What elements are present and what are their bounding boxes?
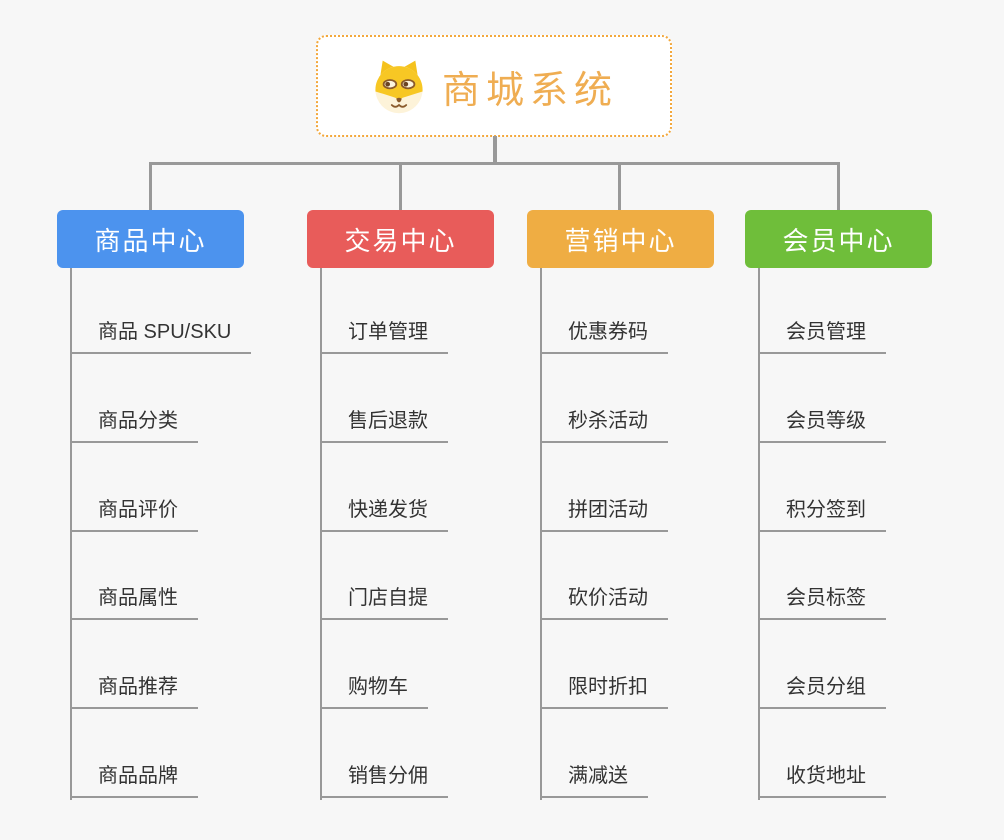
leaf-node[interactable]: 商品品牌 <box>70 762 198 798</box>
connector-drop-marketing <box>618 164 621 210</box>
connector-root-stub <box>493 136 497 163</box>
connector-branch-line <box>540 268 542 800</box>
root-node-title: 商城系统 <box>441 69 618 112</box>
leaf-node[interactable]: 满减送 <box>540 762 648 798</box>
branch-node-member-center[interactable]: 会员中心 <box>745 210 932 268</box>
root-node-mall-system[interactable]: 商城系统 <box>316 35 672 137</box>
leaf-node[interactable]: 商品推荐 <box>70 673 198 709</box>
leaf-node[interactable]: 砍价活动 <box>540 584 668 620</box>
connector-drop-member <box>837 164 840 210</box>
connector-bus <box>149 162 840 165</box>
leaf-node[interactable]: 优惠券码 <box>540 318 668 354</box>
branch-node-marketing-center[interactable]: 营销中心 <box>527 210 714 268</box>
branch-trade-center: 交易中心 订单管理 售后退款 快递发货 门店自提 购物车 销售分佣 <box>307 210 494 800</box>
leaf-node[interactable]: 会员标签 <box>758 584 886 620</box>
leaf-node[interactable]: 积分签到 <box>758 496 886 532</box>
leaf-node[interactable]: 销售分佣 <box>320 762 448 798</box>
connector-branch-line <box>320 268 322 800</box>
branch-member-center: 会员中心 会员管理 会员等级 积分签到 会员标签 会员分组 收货地址 <box>745 210 932 800</box>
leaf-node[interactable]: 商品评价 <box>70 496 198 532</box>
leaf-node[interactable]: 售后退款 <box>320 407 448 443</box>
branch-node-trade-center[interactable]: 交易中心 <box>307 210 494 268</box>
connector-drop-product <box>149 164 152 210</box>
leaf-node[interactable]: 会员分组 <box>758 673 886 709</box>
leaf-node[interactable]: 会员管理 <box>758 318 886 354</box>
doge-icon <box>370 57 428 115</box>
leaf-node[interactable]: 商品分类 <box>70 407 198 443</box>
leaf-node[interactable]: 收货地址 <box>758 762 886 798</box>
leaf-node[interactable]: 拼团活动 <box>540 496 668 532</box>
leaf-node[interactable]: 会员等级 <box>758 407 886 443</box>
leaf-node[interactable]: 订单管理 <box>320 318 448 354</box>
connector-drop-trade <box>399 164 402 210</box>
branch-node-product-center[interactable]: 商品中心 <box>57 210 244 268</box>
leaf-node[interactable]: 秒杀活动 <box>540 407 668 443</box>
branch-product-center: 商品中心 商品 SPU/SKU 商品分类 商品评价 商品属性 商品推荐 商品品牌 <box>57 210 252 800</box>
leaf-node[interactable]: 商品属性 <box>70 584 198 620</box>
leaf-node[interactable]: 限时折扣 <box>540 673 668 709</box>
leaf-node[interactable]: 快递发货 <box>320 496 448 532</box>
connector-branch-line <box>70 268 72 800</box>
leaf-node[interactable]: 门店自提 <box>320 584 448 620</box>
connector-branch-line <box>758 268 760 800</box>
leaf-node[interactable]: 购物车 <box>320 673 428 709</box>
leaf-node[interactable]: 商品 SPU/SKU <box>70 318 252 354</box>
branch-marketing-center: 营销中心 优惠券码 秒杀活动 拼团活动 砍价活动 限时折扣 满减送 <box>527 210 714 800</box>
